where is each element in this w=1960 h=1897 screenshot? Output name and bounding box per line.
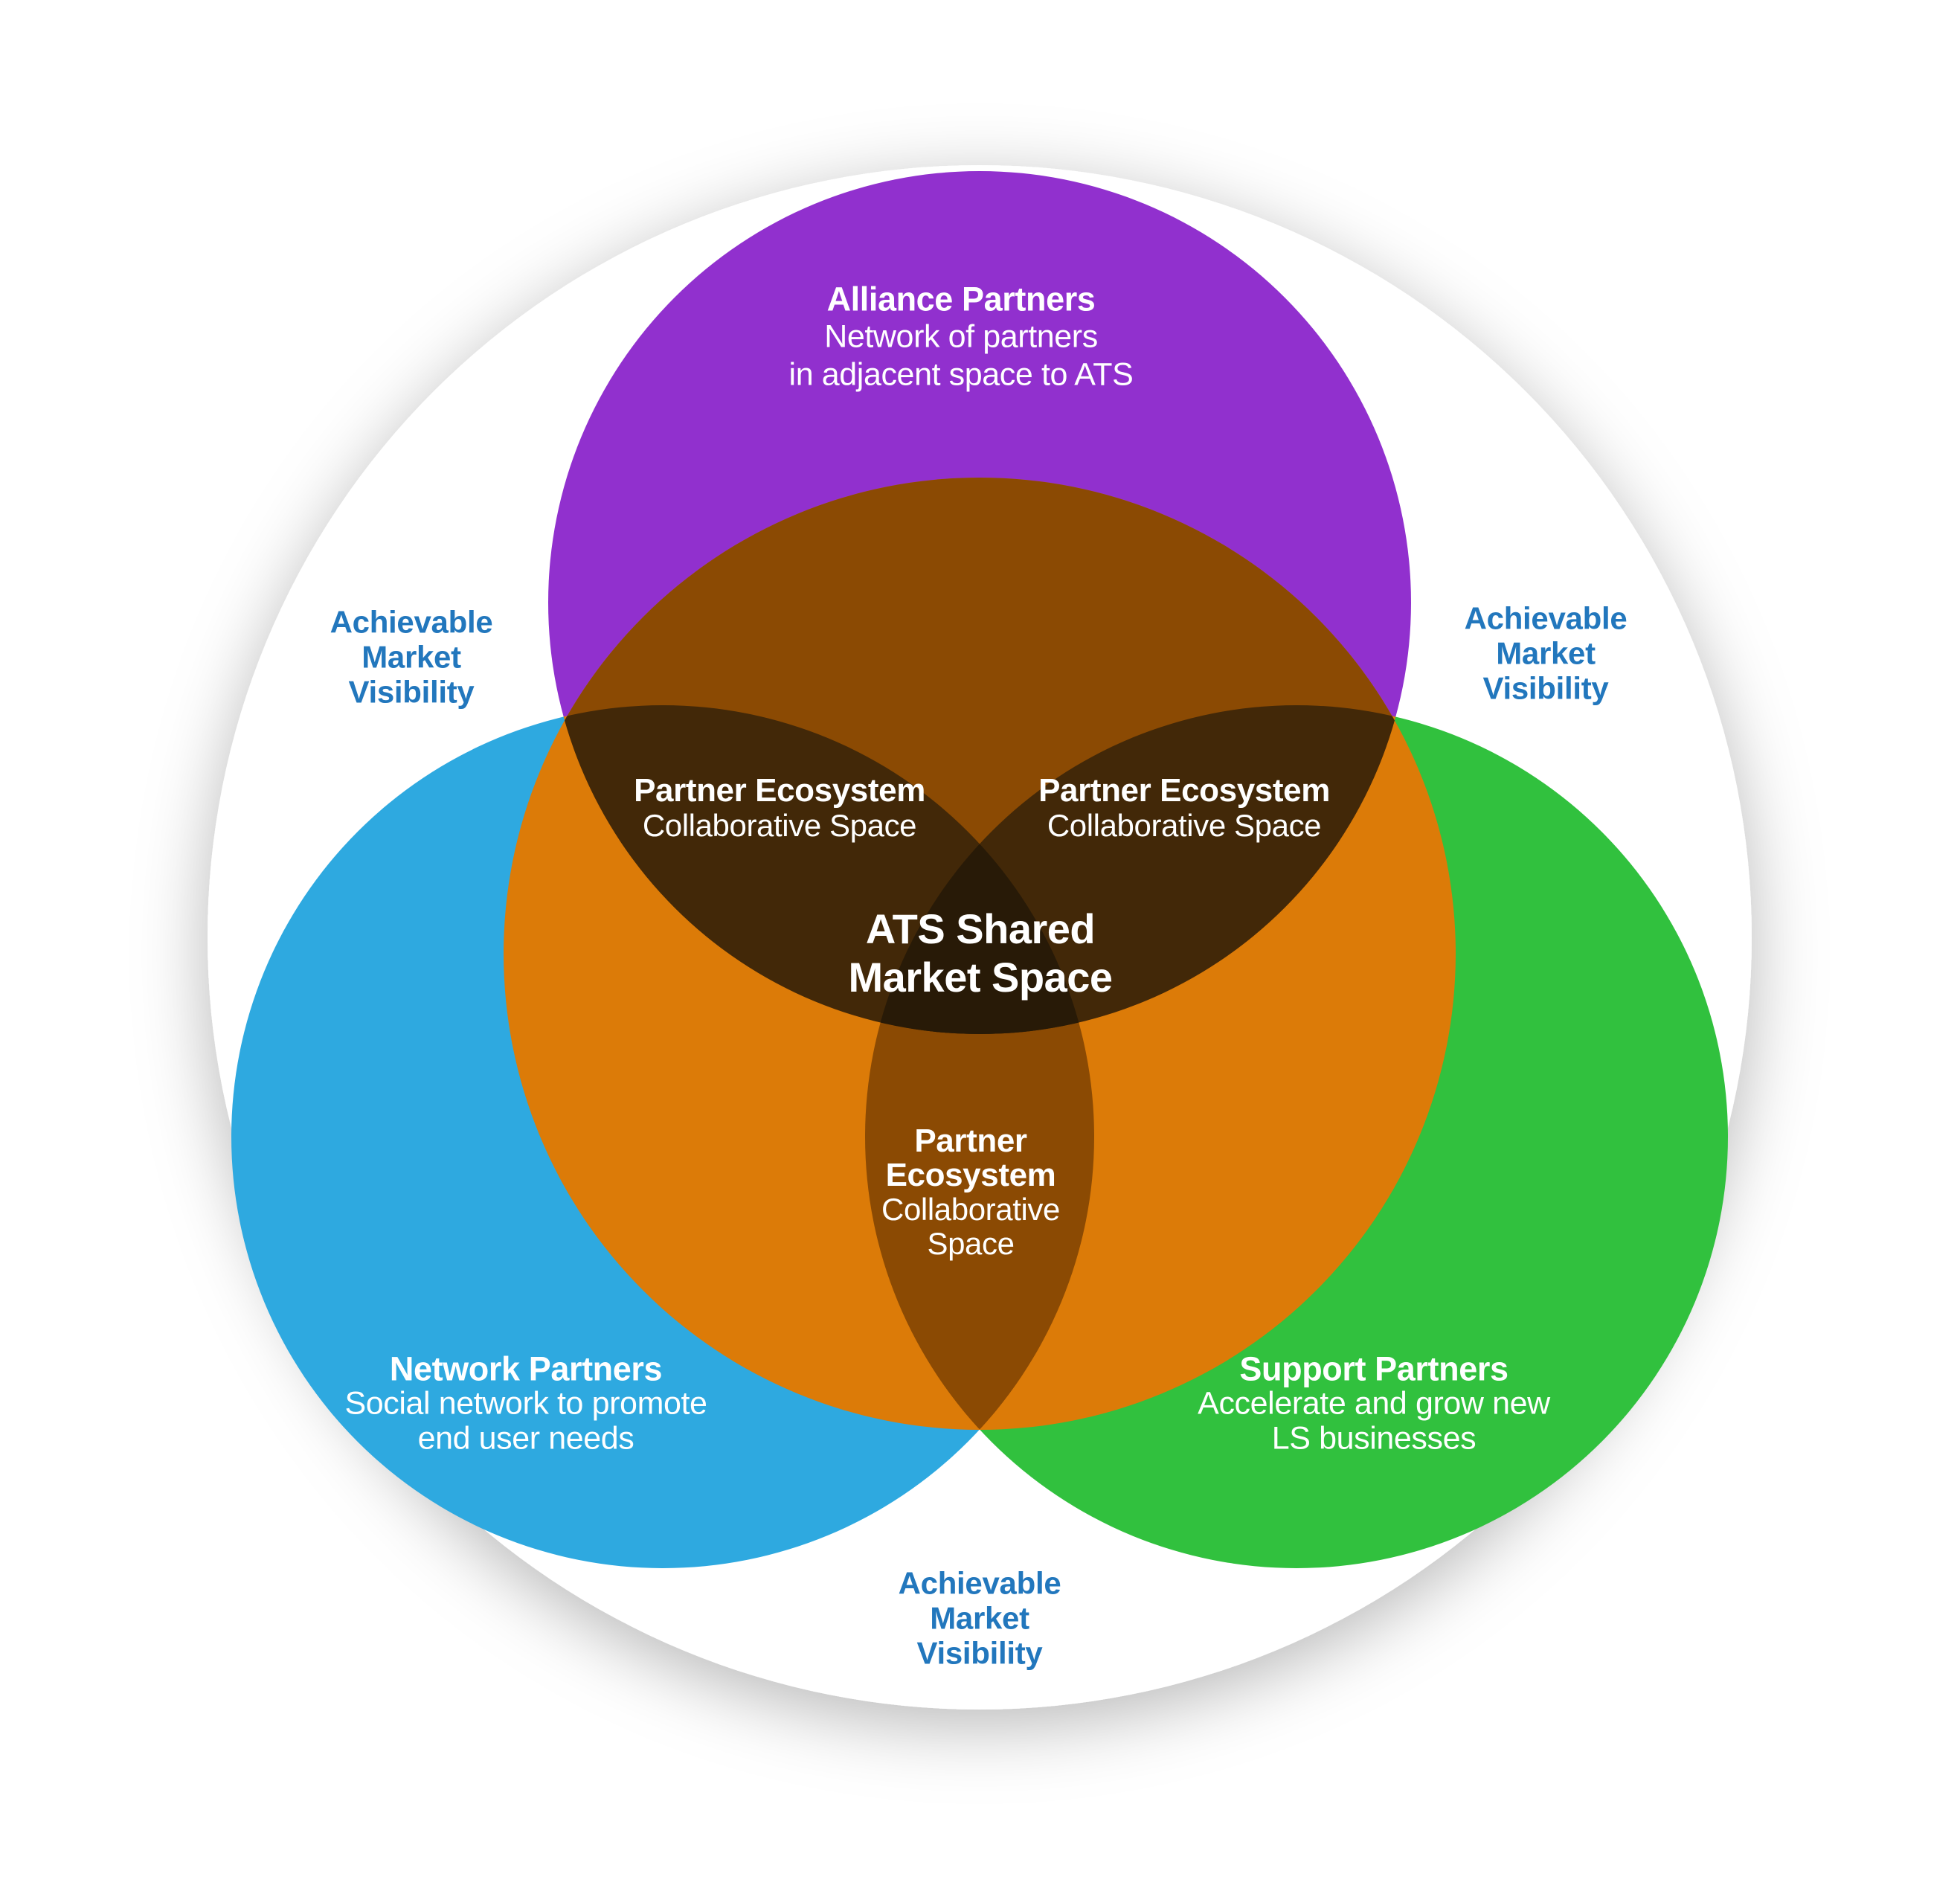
ecosystem-right-title: Partner Ecosystem — [1038, 772, 1330, 809]
alliance-partners-desc-line2: in adjacent space to ATS — [788, 356, 1134, 393]
ecosystem-left-title: Partner Ecosystem — [634, 772, 925, 809]
network-partners-desc-line1: Social network to promote — [344, 1385, 707, 1422]
visibility-label-left: Achievable Market Visibility — [330, 605, 493, 710]
alliance-partners-label: Alliance Partners Network of partners in… — [789, 280, 1134, 394]
visibility-right-line2: Market — [1496, 635, 1596, 671]
support-partners-title: Support Partners — [1239, 1349, 1508, 1388]
visibility-right-line1: Achievable — [1464, 600, 1628, 636]
visibility-bottom-line3: Visibility — [916, 1635, 1043, 1671]
visibility-bottom-line2: Market — [930, 1600, 1029, 1636]
network-partners-desc-line2: end user needs — [417, 1420, 634, 1457]
ecosystem-label-bottom: Partner Ecosystem Collaborative Space — [881, 1124, 1060, 1261]
visibility-label-right: Achievable Market Visibility — [1465, 601, 1628, 706]
visibility-left-line2: Market — [362, 639, 461, 675]
ecosystem-left-subtitle: Collaborative Space — [642, 808, 917, 843]
ecosystem-label-right: Partner Ecosystem Collaborative Space — [1038, 773, 1330, 843]
ecosystem-bottom-line1: Partner — [914, 1123, 1027, 1159]
ecosystem-right-subtitle: Collaborative Space — [1047, 808, 1322, 843]
ats-label-line2: Market Space — [848, 954, 1113, 1001]
ecosystem-label-left: Partner Ecosystem Collaborative Space — [634, 773, 925, 843]
ats-label-line1: ATS Shared — [865, 905, 1096, 952]
ats-shared-market-label: ATS Shared Market Space — [848, 905, 1113, 1001]
support-partners-label: Support Partners Accelerate and grow new… — [1198, 1352, 1550, 1457]
support-partners-desc-line1: Accelerate and grow new — [1198, 1385, 1550, 1422]
visibility-label-bottom: Achievable Market Visibility — [899, 1566, 1061, 1671]
alliance-partners-title: Alliance Partners — [826, 280, 1096, 318]
visibility-left-line1: Achievable — [330, 604, 493, 640]
visibility-left-line3: Visibility — [348, 674, 475, 710]
ecosystem-bottom-line4: Space — [927, 1226, 1015, 1261]
overlap-center-all — [865, 705, 1094, 1034]
network-partners-label: Network Partners Social network to promo… — [344, 1352, 707, 1457]
ecosystem-bottom-line3: Collaborative — [881, 1192, 1060, 1227]
network-partners-title: Network Partners — [389, 1349, 663, 1388]
ecosystem-bottom-line2: Ecosystem — [885, 1157, 1056, 1193]
support-partners-desc-line2: LS businesses — [1271, 1420, 1477, 1457]
visibility-bottom-line1: Achievable — [898, 1565, 1061, 1601]
alliance-partners-desc-line1: Network of partners — [824, 318, 1098, 355]
visibility-right-line3: Visibility — [1482, 670, 1609, 706]
